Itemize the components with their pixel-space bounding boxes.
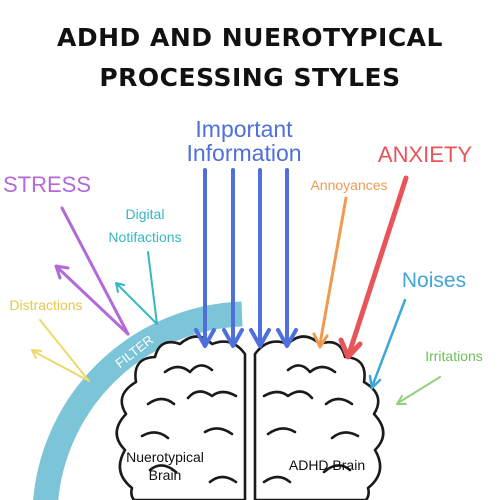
irritations-label: Irritations [425, 348, 483, 364]
important-arrow-2 [222, 168, 244, 348]
title-line-1: ADHD AND NUEROTYPICAL [57, 23, 443, 52]
irritations-arrow [396, 376, 441, 405]
important-arrow-3 [249, 168, 271, 348]
annoyances-label: Annoyances [310, 177, 387, 193]
anxiety-label: ANXIETY [378, 142, 472, 167]
important-arrow-4 [276, 168, 298, 348]
neurotypical-brain-label-line-2: Brain [149, 467, 182, 483]
noises-label: Noises [402, 269, 466, 292]
important-information-label-line-1: Important [195, 116, 293, 142]
anxiety-arrow [338, 175, 409, 360]
noises-arrow [368, 298, 407, 390]
right-brain-hemisphere-icon [253, 335, 385, 500]
digital-notifications-arrow [115, 251, 158, 325]
digital-notifications-label-line-2: Notifactions [108, 229, 181, 245]
stress-label: STRESS [3, 172, 91, 197]
important-information-label-line-2: Information [186, 140, 301, 166]
page-title: ADHD AND NUEROTYPICAL PROCESSING STYLES [0, 18, 500, 98]
adhd-brain-label: ADHD Brain [289, 457, 365, 473]
digital-notifications-label-line-1: Digital [126, 206, 165, 222]
filter-arc [33, 301, 243, 500]
important-information-arrows [194, 168, 298, 348]
left-brain-hemisphere-icon [115, 335, 247, 500]
annoyances-arrow [312, 196, 348, 349]
distractions-label: Distractions [9, 297, 82, 313]
important-arrow-1 [194, 168, 216, 348]
neurotypical-brain-label-line-1: Nuerotypical [126, 449, 204, 465]
title-line-2: PROCESSING STYLES [99, 63, 401, 92]
distractions-arrow [31, 319, 90, 382]
stress-arrow [54, 206, 130, 336]
